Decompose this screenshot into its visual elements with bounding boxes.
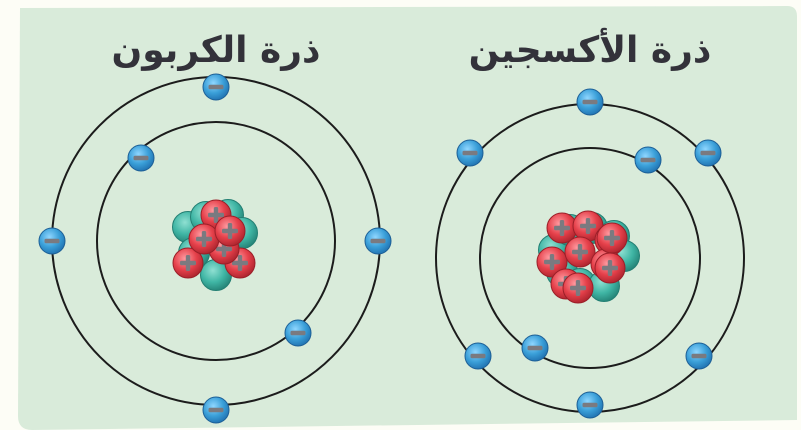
carbon-electron: [202, 73, 230, 101]
oxygen-atom-title: ذرة الأكسجين: [469, 27, 712, 71]
carbon-inner-shell: [96, 121, 336, 361]
oxygen-proton: [594, 252, 626, 284]
carbon-electron: [202, 396, 230, 424]
oxygen-nucleus: [536, 210, 640, 304]
oxygen-electron: [464, 342, 492, 370]
oxygen-atom: [435, 88, 745, 419]
carbon-electron: [284, 319, 312, 347]
carbon-atom-title: ذرة الكربون: [112, 30, 321, 71]
oxygen-proton: [596, 222, 628, 254]
carbon-electrons: [38, 73, 392, 424]
carbon-electron: [127, 144, 155, 172]
oxygen-proton: [564, 236, 596, 268]
oxygen-electron: [576, 88, 604, 116]
oxygen-electron: [634, 146, 662, 174]
oxygen-proton: [562, 272, 594, 304]
oxygen-electron: [521, 334, 549, 362]
oxygen-proton: [536, 246, 568, 278]
carbon-nucleus: [172, 199, 258, 291]
carbon-proton: [214, 215, 246, 247]
carbon-atom: [38, 73, 392, 424]
carbon-electron: [38, 227, 66, 255]
oxygen-electron: [685, 342, 713, 370]
oxygen-electron: [456, 139, 484, 167]
carbon-electron: [364, 227, 392, 255]
carbon-proton: [188, 223, 220, 255]
oxygen-electron: [576, 391, 604, 419]
background-card: [18, 6, 797, 430]
oxygen-electron: [694, 139, 722, 167]
carbon-proton: [172, 247, 204, 279]
oxygen-inner-shell: [479, 147, 701, 369]
oxygen-electrons: [456, 88, 722, 419]
